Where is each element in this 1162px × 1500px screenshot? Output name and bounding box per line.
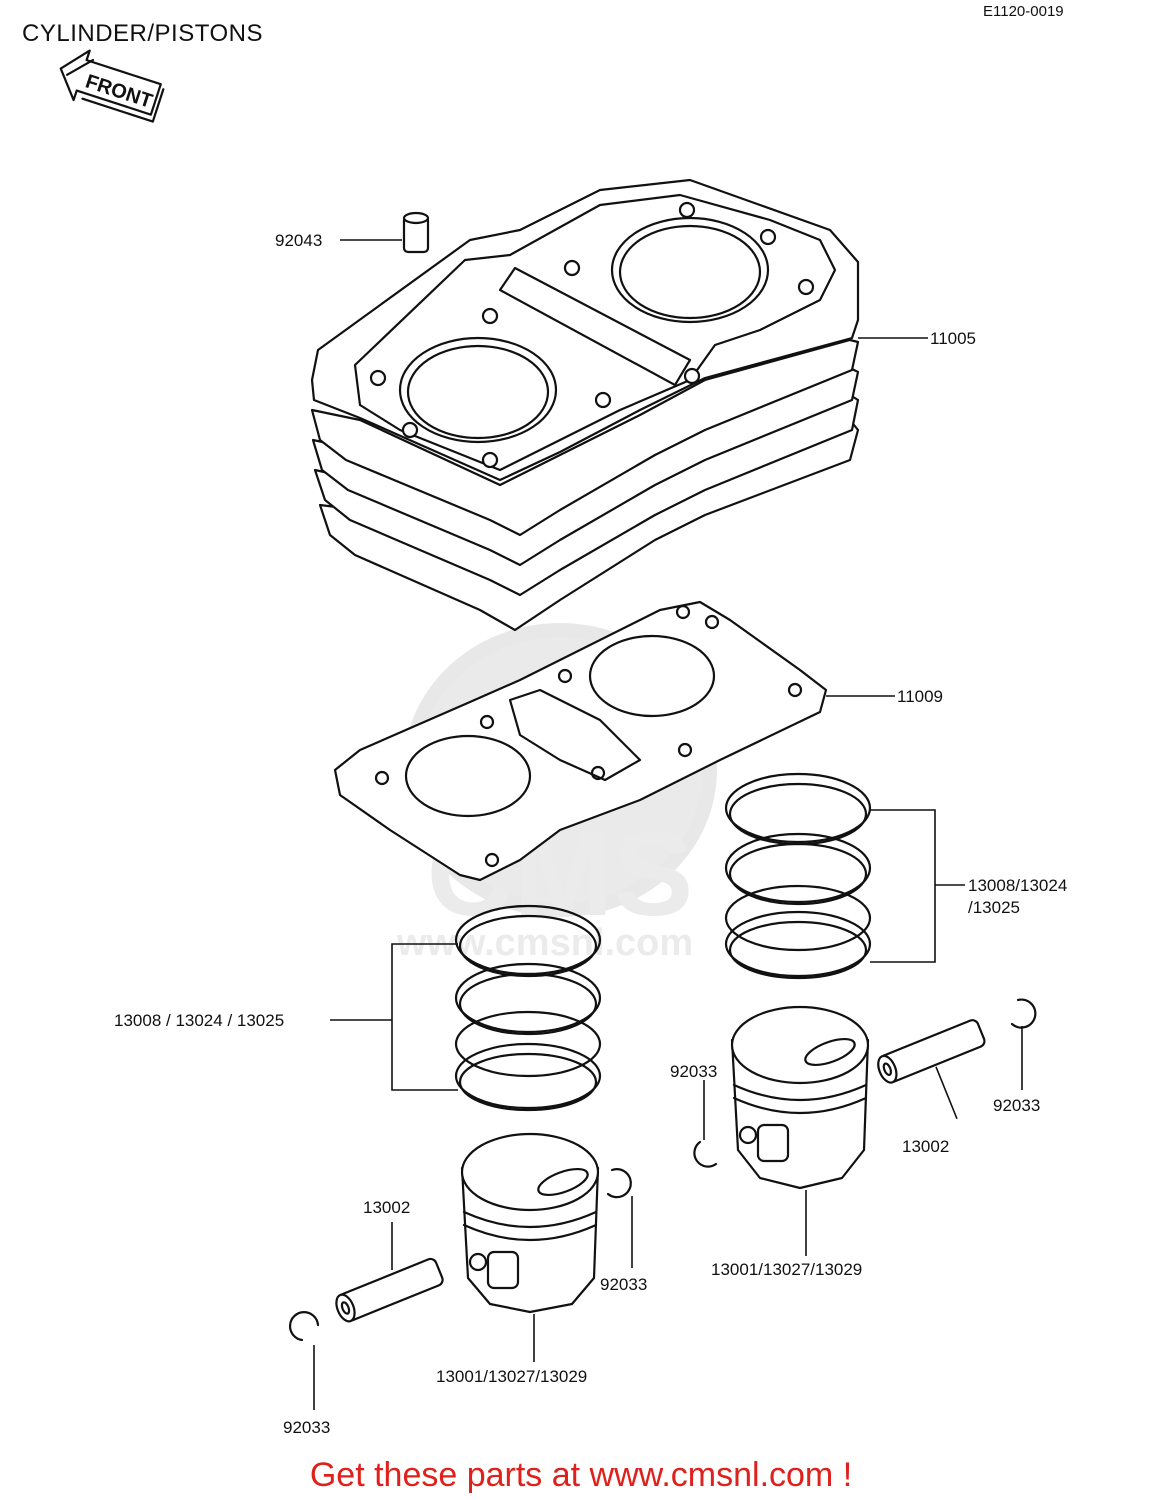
piston-right (730, 1005, 870, 1256)
base-gasket-11009 (333, 600, 895, 882)
label-rings-right-2: /13025 (968, 898, 1020, 917)
label-11009: 11009 (897, 687, 944, 706)
label-rings-left: 13008 / 13024 / 13025 (114, 1011, 285, 1030)
cylinder-block-11005 (310, 178, 928, 632)
piston-rings-left (330, 904, 602, 1112)
page-title: CYLINDER/PISTONS (22, 20, 263, 47)
svg-text:www.cmsnl.com: www.cmsnl.com (396, 922, 693, 964)
piston-left (460, 1132, 600, 1362)
label-clip-left-right: 92033 (600, 1275, 648, 1294)
label-pin-right: 13002 (902, 1137, 950, 1156)
front-arrow-icon: FRONT (59, 49, 165, 123)
piston-pin-right (877, 1019, 986, 1120)
label-rings-right-1: 13008/13024 (968, 876, 1068, 895)
label-clip-left-bottom: 92033 (283, 1418, 331, 1437)
piston-rings-right (724, 772, 965, 980)
circlip-left-b (288, 1311, 320, 1410)
diagram-code: E1120-0019 (983, 3, 1064, 20)
label-clip-right-right: 92033 (993, 1096, 1041, 1115)
label-clip-right-left: 92033 (670, 1062, 718, 1081)
label-piston-right: 13001/13027/13029 (711, 1260, 863, 1279)
label-piston-left: 13001/13027/13029 (436, 1367, 588, 1386)
dowel-pin-92043 (340, 211, 430, 254)
circlip-left-a (606, 1168, 633, 1268)
circlip-right-b (693, 1080, 718, 1168)
label-92043: 92043 (275, 231, 323, 250)
footer-link[interactable]: Get these parts at www.cmsnl.com ! (309, 1456, 853, 1494)
label-pin-left: 13002 (363, 1198, 411, 1217)
label-11005: 11005 (930, 329, 977, 348)
piston-pin-left (335, 1257, 444, 1323)
circlip-right-a (1010, 998, 1037, 1090)
